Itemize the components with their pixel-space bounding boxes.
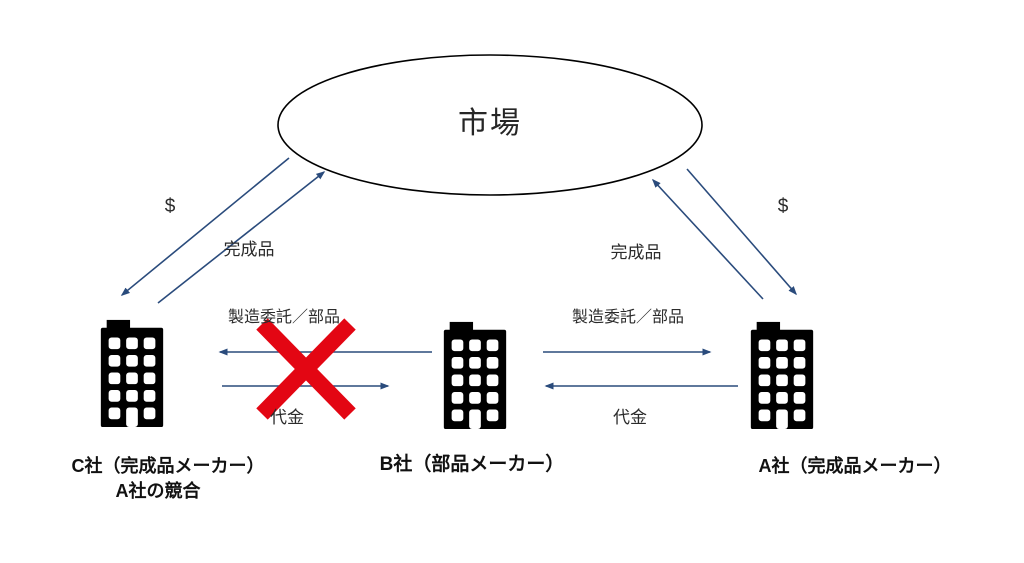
flow-left-money-label: $: [164, 196, 176, 217]
building-c-icon: [100, 319, 164, 428]
arrow-market-to-a-money: [686, 168, 797, 296]
flow-right-money-label: $: [777, 196, 789, 217]
flow-left-payment-label: 代金: [270, 408, 304, 427]
arrow-a-to-market-finished: [651, 178, 764, 300]
market-label: 市場: [458, 107, 522, 140]
flow-right-payment-label: 代金: [613, 408, 647, 427]
building-b-icon: [443, 321, 507, 430]
flow-left-consign-label: 製造委託／部品: [227, 309, 341, 326]
arrow-market-to-c-money: [120, 157, 290, 296]
market-ellipse: [277, 54, 703, 196]
red-cross-icon: [256, 318, 356, 420]
flow-right-finished-label: 完成品: [610, 243, 662, 262]
company-c-label-line2: A社の競合: [115, 481, 201, 501]
company-b-label: B社（部品メーカー）: [379, 454, 565, 475]
flow-left-finished-label: 完成品: [223, 240, 275, 259]
arrow-c-to-market-finished: [157, 171, 326, 304]
flow-right-consign-label: 製造委託／部品: [571, 309, 685, 326]
building-a-icon: [750, 321, 814, 430]
company-c-label-line1: C社（完成品メーカー）: [71, 456, 265, 476]
company-a-label: A社（完成品メーカー）: [758, 456, 952, 476]
